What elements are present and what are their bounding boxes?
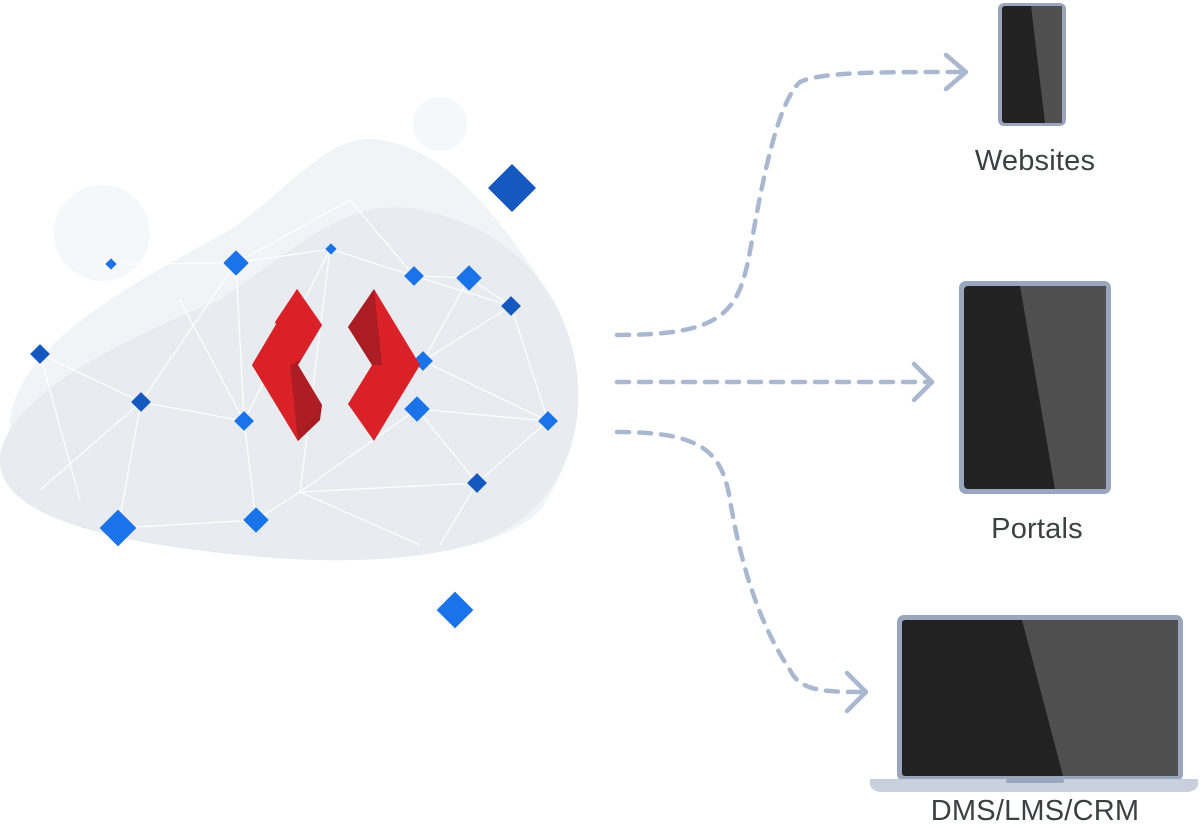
background-bubble-small <box>413 97 467 151</box>
network-node <box>234 411 254 431</box>
network-node <box>488 164 536 212</box>
portals-label: Portals <box>991 513 1083 545</box>
laptop-icon <box>870 615 1198 792</box>
chevron-right-icon <box>844 670 869 714</box>
network-node <box>99 509 137 547</box>
connectors <box>614 69 963 695</box>
network-node <box>404 396 430 422</box>
brand-logo-icon <box>252 289 420 441</box>
network-node <box>131 392 151 412</box>
smartphone-icon <box>998 3 1066 126</box>
network-node <box>30 344 50 364</box>
network-lines <box>39 199 549 546</box>
network-node <box>436 591 474 629</box>
websites-label: Websites <box>974 145 1096 177</box>
chevron-right-icon <box>943 52 969 92</box>
network-node <box>243 507 269 533</box>
background-bubble <box>54 185 150 281</box>
connector-to-laptop <box>614 429 865 695</box>
arrowheads <box>844 52 969 714</box>
connector-to-websites <box>614 69 963 338</box>
network-nodes <box>30 164 558 629</box>
network-node <box>456 265 482 291</box>
network-node <box>223 250 249 276</box>
network-node <box>467 473 487 493</box>
chevron-right-icon <box>911 361 935 403</box>
network-node <box>404 266 424 286</box>
dms-lms-crm-label: DMS/LMS/CRM <box>930 795 1140 827</box>
tablet-icon <box>959 281 1111 494</box>
